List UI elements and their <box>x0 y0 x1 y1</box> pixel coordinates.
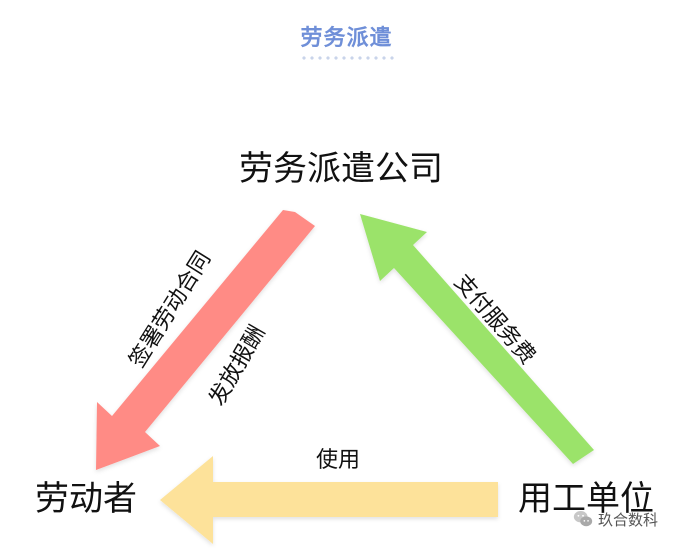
arrow-company-to-worker <box>96 210 315 470</box>
node-worker: 劳动者 <box>35 479 137 519</box>
page-title: 劳务派遣 <box>300 26 393 51</box>
node-employer: 用工单位 <box>518 479 654 519</box>
node-company: 劳务派遣公司 <box>239 149 443 189</box>
arrow-employer-to-worker <box>160 456 498 544</box>
label-use: 使用 <box>316 448 361 473</box>
watermark: 玖合数科 <box>572 508 658 530</box>
title-divider <box>300 56 395 60</box>
arrow-employer-to-company <box>360 214 594 464</box>
watermark-text: 玖合数科 <box>598 510 659 529</box>
wechat-icon <box>573 511 593 527</box>
